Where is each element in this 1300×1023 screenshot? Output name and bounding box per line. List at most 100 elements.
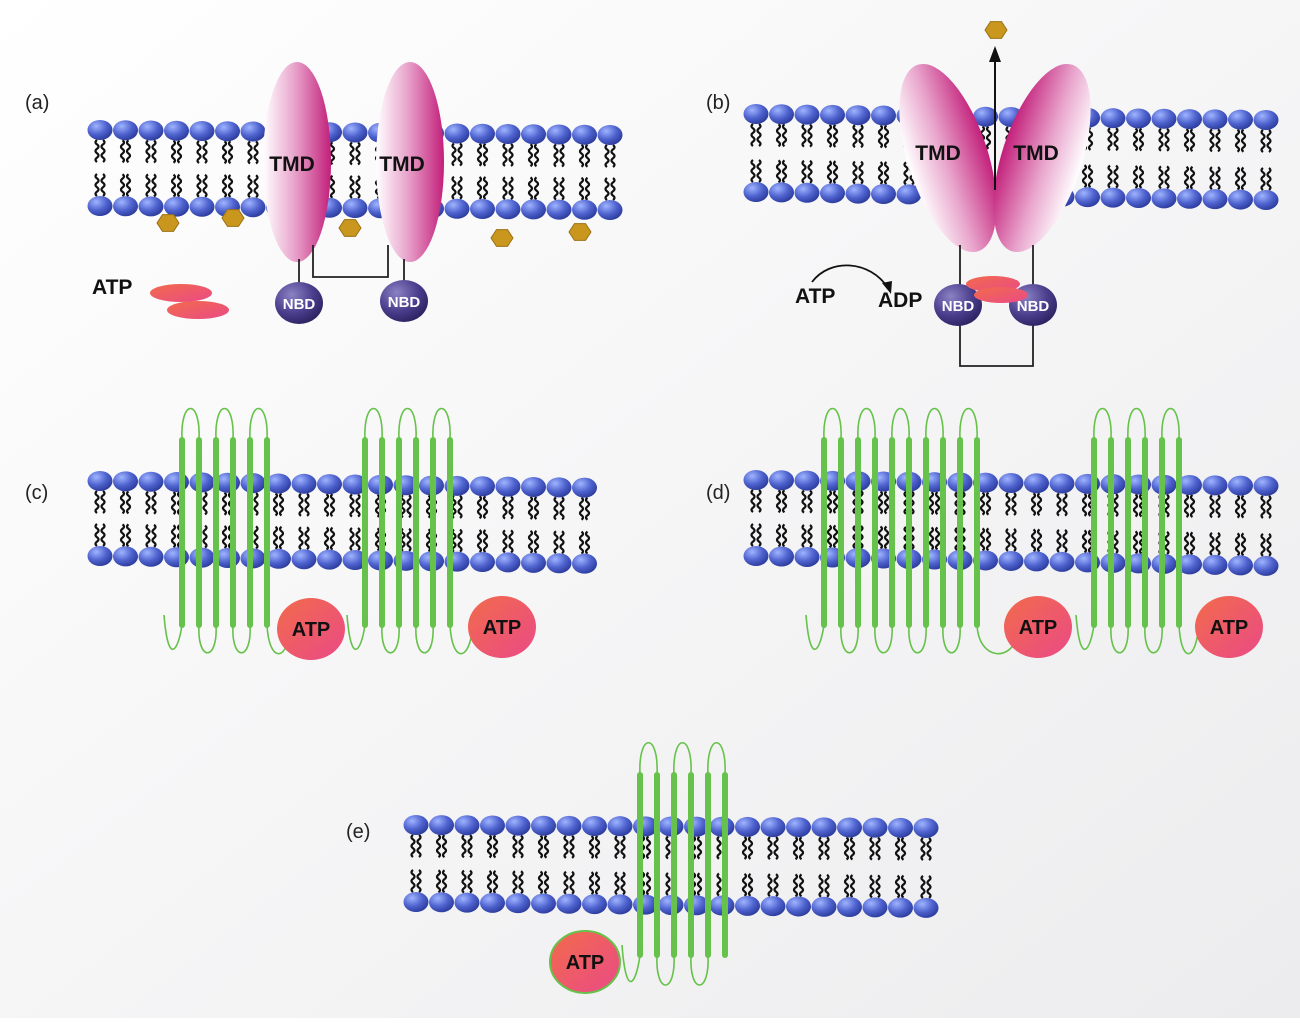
lipid-tail: [1081, 529, 1088, 554]
lipid-head: [837, 817, 862, 838]
lipid-tail: [849, 836, 856, 861]
lipid-tail: [1030, 528, 1037, 553]
lipid-tail: [298, 492, 304, 517]
atp-domain: [1195, 596, 1263, 658]
lipid-head: [794, 182, 820, 203]
lipid-tail: [1158, 165, 1164, 190]
lipid-head: [1075, 187, 1100, 208]
helix-loop: [1127, 407, 1146, 441]
lipid-tail: [298, 526, 304, 551]
lipid-tail: [457, 528, 463, 553]
lipid-tail: [807, 489, 813, 514]
atp-molecule: [150, 284, 212, 302]
lipid-tail: [858, 124, 864, 149]
lipid-head: [87, 120, 113, 140]
lipid-head: [845, 105, 871, 126]
lipid-tail: [584, 143, 591, 168]
tmd-ellipse: [899, 63, 997, 253]
lipid-tail: [852, 525, 858, 549]
lipid-head: [1228, 475, 1253, 496]
lipid-head: [572, 553, 597, 574]
lipid-tail: [781, 123, 788, 148]
lipid-tail: [1266, 532, 1272, 557]
lipid-head: [342, 474, 368, 495]
lipid-tail: [533, 143, 540, 168]
lipid-tail: [696, 835, 703, 860]
lipid-tail: [832, 490, 839, 514]
tmd-left-b: [899, 63, 997, 253]
lipid-tail: [1189, 128, 1196, 152]
lipid-head: [429, 892, 454, 913]
helix-loop: [707, 742, 726, 776]
lipid-head: [794, 546, 820, 567]
lipid-head: [1151, 108, 1177, 129]
lipid-tail: [798, 873, 805, 898]
lipid-tail: [119, 173, 126, 198]
lipid-tail: [747, 836, 754, 860]
lipid-tail: [1234, 166, 1241, 191]
atp-label: ATP: [1210, 617, 1249, 639]
lipid-tail: [1081, 164, 1088, 189]
lipid-tail: [875, 836, 881, 861]
lipid-head: [521, 476, 546, 497]
lipid-head: [480, 892, 505, 913]
lipid-tail: [247, 174, 253, 199]
atp-label: ATP: [566, 952, 605, 974]
lipid-head: [794, 104, 820, 125]
lipid-tail: [750, 523, 756, 547]
lipid-tail: [1260, 495, 1266, 519]
lipid-head: [786, 817, 811, 838]
lipid-head: [572, 124, 597, 145]
lipid-tail: [559, 143, 565, 168]
lipid-head: [1202, 554, 1228, 575]
lipid-tail: [221, 174, 228, 198]
lipid-head: [505, 815, 531, 836]
lipid-head: [291, 549, 317, 570]
lipid-tail: [826, 124, 833, 148]
lipid-tail: [1138, 165, 1145, 189]
lipid-head: [597, 125, 623, 145]
lipid-tail: [145, 139, 151, 164]
lipid-tail: [1138, 530, 1145, 555]
helix-loop: [1075, 614, 1095, 651]
lipid-tail: [756, 489, 762, 513]
helix-loop: [1110, 624, 1129, 654]
lipid-tail: [1240, 494, 1247, 519]
lipid-tail: [1164, 127, 1170, 152]
helix-domain-e: [621, 742, 728, 986]
lipid-tail: [502, 495, 508, 520]
lipid-head: [607, 816, 633, 837]
helix-loop: [449, 624, 473, 655]
lipid-head: [291, 473, 317, 494]
lipid-tail: [492, 870, 499, 894]
lipid-head: [113, 546, 138, 567]
lipid-tail: [985, 491, 992, 516]
lipid-head: [1049, 551, 1075, 572]
lipid-head: [1202, 109, 1228, 130]
atp-domain: [1004, 596, 1072, 658]
lipid-head: [735, 895, 760, 916]
lipid-tail: [125, 523, 132, 548]
lipid-tail: [1189, 494, 1196, 518]
lipid-head: [1126, 187, 1151, 208]
lipid-tail: [1164, 493, 1170, 518]
lipid-tail: [512, 870, 518, 895]
lipid-head: [164, 547, 189, 568]
lipid-head: [811, 896, 837, 917]
lipid-tail: [272, 525, 279, 550]
lipid-tail: [247, 140, 253, 165]
lipid-tail: [798, 836, 805, 861]
lipid-tail: [775, 123, 782, 148]
hydrolysis-arrow-head: [882, 281, 892, 294]
helix-loop: [656, 954, 675, 986]
lipid-tail: [518, 834, 524, 859]
atp-domain: [277, 598, 345, 660]
lipid-tail: [151, 173, 157, 198]
lipid-tail: [563, 870, 569, 895]
export-arrow-head: [989, 46, 1001, 62]
atp-molecule: [974, 287, 1028, 303]
lipid-tail: [985, 125, 992, 150]
panel-label-a: (a): [25, 92, 49, 114]
lipid-head: [240, 121, 266, 142]
